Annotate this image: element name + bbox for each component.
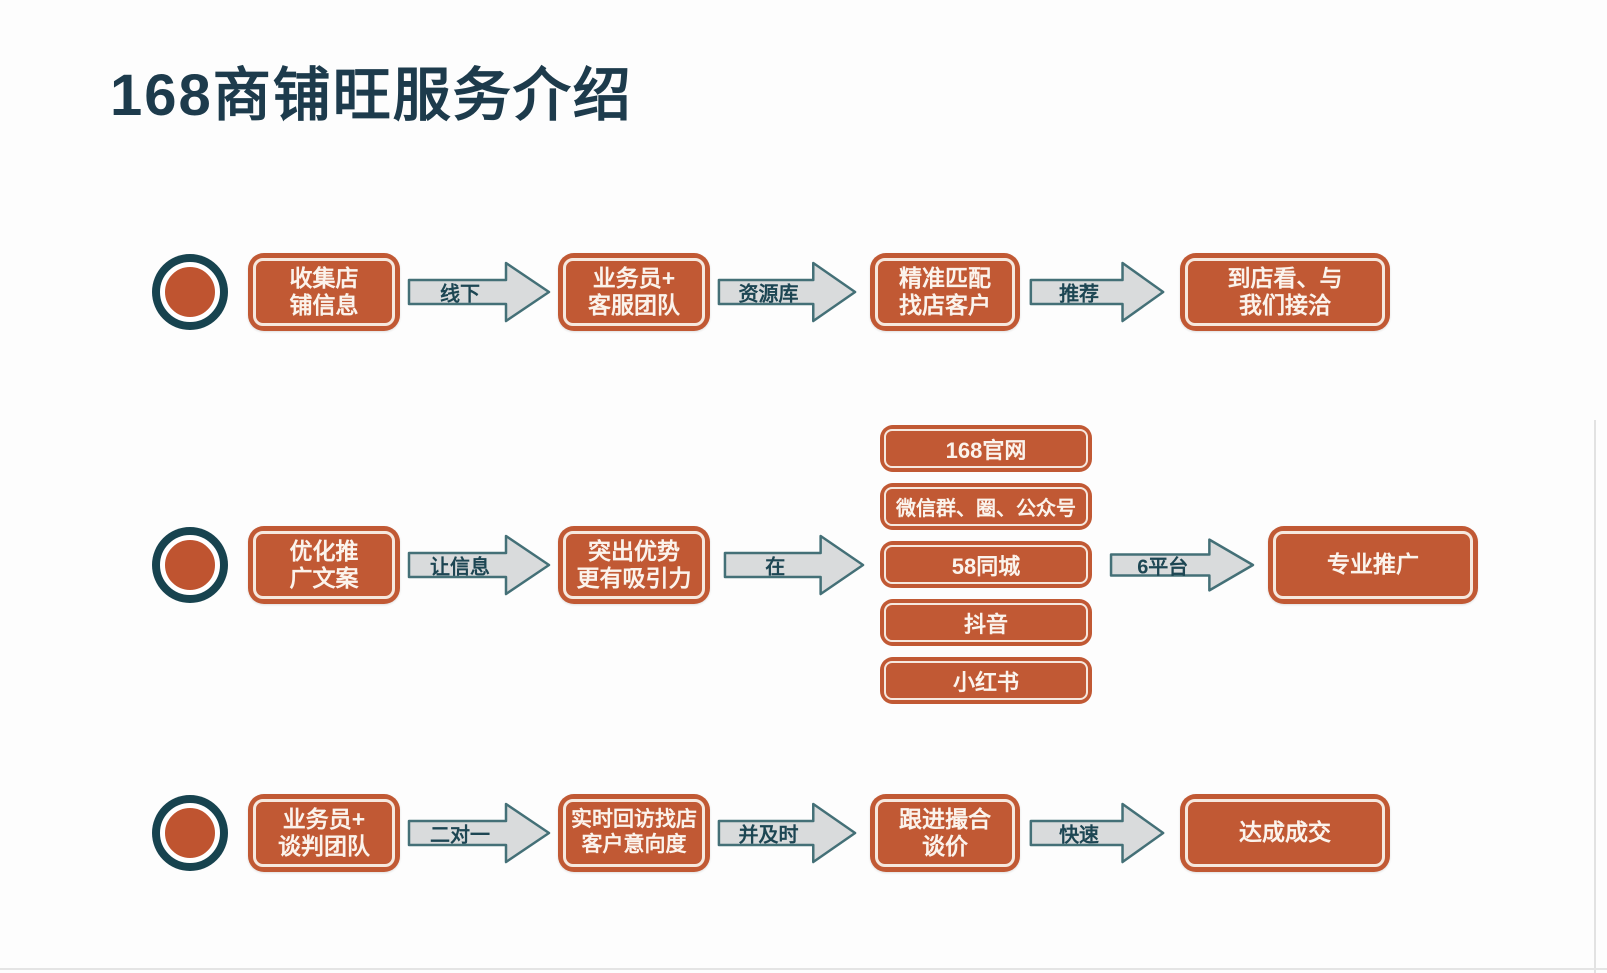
platform-label: 58同城 [951, 553, 1021, 579]
arrow-resource-pool: 资源库 [716, 260, 858, 324]
step-label: 精准匹配 找店客户 [899, 264, 991, 318]
row1-bullet-circle-icon [160, 262, 220, 322]
arrow-label: 资源库 [738, 283, 799, 306]
step-realtime-followup-intent: 实时回访找店 客户意向度 [558, 794, 710, 872]
bottom-edge-line [0, 968, 1607, 970]
step-deal-closed: 达成成交 [1180, 794, 1390, 872]
arrow-label: 快速 [1059, 824, 1100, 847]
arrow-label: 在 [765, 556, 786, 579]
platform-label: 168官网 [945, 437, 1027, 463]
arrow-fast: 快速 [1028, 801, 1166, 865]
step-label: 实时回访找店 客户意向度 [571, 808, 697, 856]
step-sales-service-team: 业务员+ 客服团队 [558, 253, 710, 331]
row3-bullet-circle-icon [160, 803, 220, 863]
arrow-and-timely: 并及时 [716, 801, 858, 865]
step-label: 专业推广 [1327, 551, 1419, 578]
arrow-label: 6平台 [1137, 556, 1189, 579]
step-collect-shop-info: 收集店 铺信息 [248, 253, 400, 331]
arrow-recommend: 推荐 [1028, 260, 1166, 324]
right-edge-line [1594, 420, 1596, 973]
step-visit-and-contact-us: 到店看、与 我们接洽 [1180, 253, 1390, 331]
platform-xiaohongshu: 小红书 [880, 657, 1092, 704]
arrow-label: 二对一 [430, 824, 491, 847]
arrow-make-info: 让信息 [406, 533, 552, 597]
step-label: 优化推 广文案 [289, 537, 359, 591]
step-label: 突出优势 更有吸引力 [576, 537, 692, 591]
arrow-right-icon [716, 260, 858, 324]
arrow-right-icon [1028, 801, 1166, 865]
arrow-right-icon [406, 801, 552, 865]
step-precise-matching-customers: 精准匹配 找店客户 [870, 253, 1020, 331]
platform-label: 抖音 [963, 611, 1008, 637]
step-highlight-advantages: 突出优势 更有吸引力 [558, 526, 710, 604]
step-label: 到店看、与 我们接洽 [1227, 264, 1343, 318]
platform-douyin: 抖音 [880, 599, 1092, 646]
arrow-label: 推荐 [1059, 283, 1100, 306]
platform-168-website: 168官网 [880, 425, 1092, 472]
arrow-right-icon [1108, 537, 1256, 593]
arrow-two-to-one: 二对一 [406, 801, 552, 865]
arrow-right-icon [1028, 260, 1166, 324]
step-label: 业务员+ 谈判团队 [278, 805, 370, 859]
step-label: 业务员+ 客服团队 [588, 264, 680, 318]
arrow-label: 并及时 [738, 824, 799, 847]
step-label: 达成成交 [1239, 819, 1331, 846]
step-follow-up-negotiate-price: 跟进撮合 谈价 [870, 794, 1020, 872]
arrow-right-icon [722, 533, 866, 597]
step-label: 跟进撮合 谈价 [899, 805, 991, 859]
row2-bullet-circle-icon [160, 535, 220, 595]
arrow-six-platforms: 6平台 [1108, 537, 1256, 593]
arrow-label: 线下 [440, 283, 481, 306]
platform-label: 小红书 [952, 669, 1019, 695]
step-sales-negotiation-team: 业务员+ 谈判团队 [248, 794, 400, 872]
step-professional-promotion: 专业推广 [1268, 526, 1478, 604]
page-title: 168商铺旺服务介绍 [110, 63, 633, 128]
platform-label: 微信群、圈、公众号 [896, 498, 1076, 520]
arrow-offline: 线下 [406, 260, 552, 324]
step-label: 收集店 铺信息 [289, 264, 359, 318]
step-optimize-promo-copy: 优化推 广文案 [248, 526, 400, 604]
platform-wechat-groups: 微信群、圈、公众号 [880, 483, 1092, 530]
platform-58-tongcheng: 58同城 [880, 541, 1092, 588]
arrow-right-icon [406, 260, 552, 324]
arrow-on-platforms: 在 [722, 533, 866, 597]
arrow-right-icon [716, 801, 858, 865]
arrow-label: 让信息 [430, 556, 491, 579]
arrow-right-icon [406, 533, 552, 597]
